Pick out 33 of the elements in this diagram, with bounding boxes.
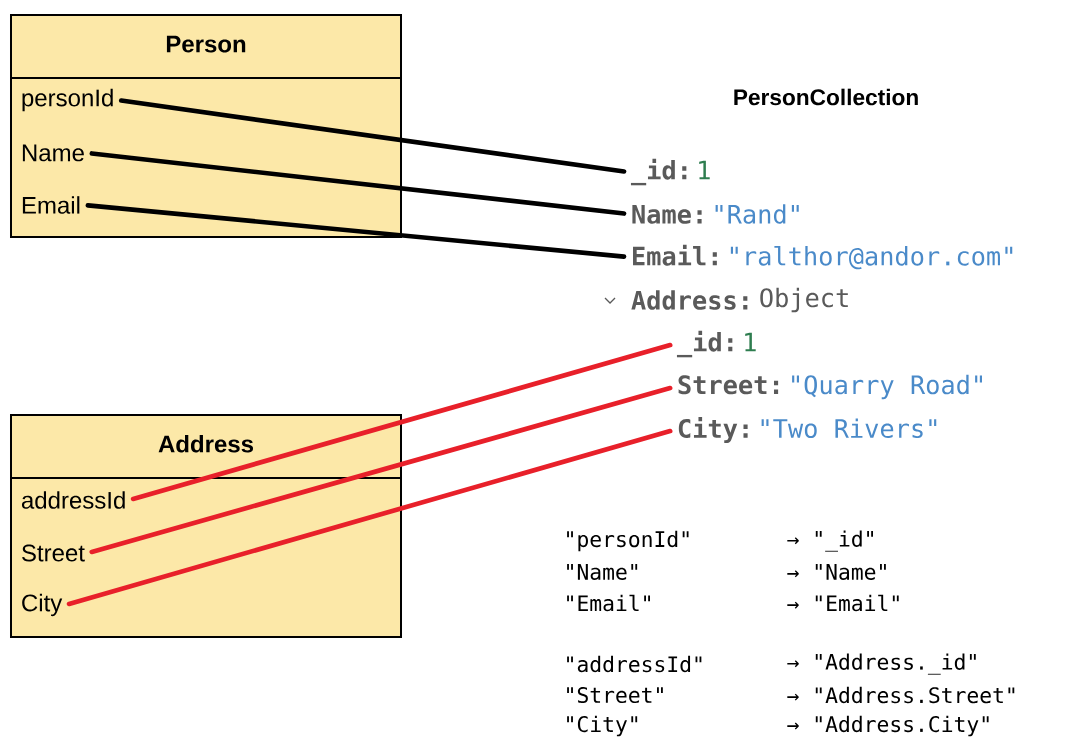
attribute-text: personId bbox=[22, 88, 113, 112]
connector-line bbox=[89, 151, 627, 216]
mapping-text: → "Address.City" bbox=[787, 715, 989, 737]
mapping-text: "Name" bbox=[567, 564, 638, 580]
attribute-text: Name bbox=[22, 144, 84, 162]
field-text: Email: "ralthor@andor.com" bbox=[633, 244, 1013, 270]
mapping-text: → "Email" bbox=[787, 594, 899, 612]
field-text: Object bbox=[760, 287, 848, 313]
mapping-text: → "Name" bbox=[787, 564, 886, 580]
connector-line bbox=[66, 428, 673, 607]
mapping-text: → "Address._id" bbox=[787, 653, 976, 675]
attribute-text: Street bbox=[22, 544, 85, 562]
field-text: _id: 1 bbox=[676, 330, 756, 358]
field-text: Name: "Rand" bbox=[632, 204, 799, 224]
collection-title: PersonCollection bbox=[734, 88, 918, 106]
field-text: _id: 1 bbox=[630, 158, 710, 186]
mapping-text: "Street" bbox=[567, 686, 663, 704]
connector-line bbox=[85, 203, 627, 259]
attribute-text: City bbox=[22, 593, 63, 617]
mapping-text: → "Address.Street" bbox=[787, 686, 1015, 704]
connector-line bbox=[89, 385, 673, 555]
connector-line bbox=[118, 98, 627, 174]
attribute-text: addressId bbox=[21, 491, 125, 509]
mapping-text: "Email" bbox=[567, 594, 650, 612]
mapping-text: "personId" bbox=[567, 530, 689, 552]
field-text: Address: bbox=[631, 290, 748, 310]
mapping-text: "City" bbox=[567, 715, 638, 737]
mapping-text: "addressId" bbox=[567, 655, 702, 673]
attribute-text: Email bbox=[22, 196, 80, 214]
connector-line bbox=[130, 342, 673, 502]
field-text: City: "Two Rivers" bbox=[678, 417, 937, 443]
field-text: Street: "Quarry Road" bbox=[678, 374, 982, 400]
mapping-text: → "_id" bbox=[787, 530, 873, 552]
